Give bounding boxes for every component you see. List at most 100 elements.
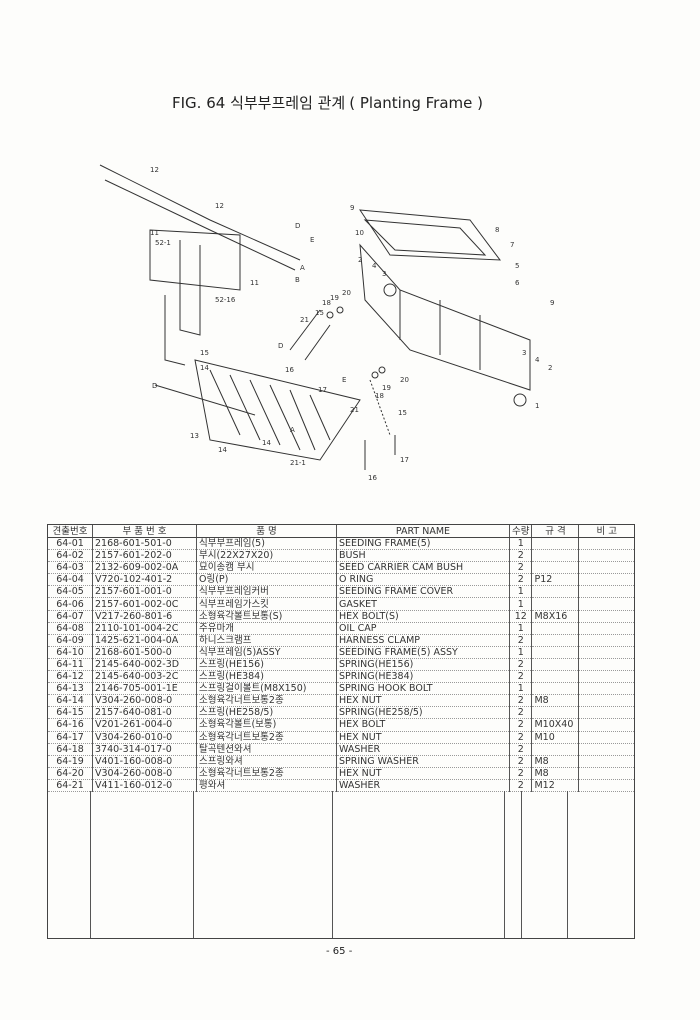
cell-quantity: 1 <box>508 682 532 696</box>
cell-quantity: 1 <box>508 585 532 599</box>
svg-text:19: 19 <box>382 384 391 392</box>
cell-index-no: 64-19 <box>48 755 93 768</box>
cell-remarks <box>578 561 634 575</box>
cell-quantity: 2 <box>508 634 532 647</box>
empty-table-area <box>48 791 634 938</box>
cell-spec: M8 <box>531 694 579 708</box>
cell-spec <box>531 634 579 647</box>
header-quantity: 수량 <box>508 525 532 538</box>
cell-part-number: 2157-601-001-0 <box>92 585 197 599</box>
svg-text:2: 2 <box>358 256 362 264</box>
cell-quantity: 2 <box>508 694 532 708</box>
svg-text:20: 20 <box>342 289 351 297</box>
cell-part-name: O RING <box>336 573 510 587</box>
cell-part-name: SPRING WASHER <box>336 755 510 768</box>
cell-part-name: SPRING(HE384) <box>336 670 510 684</box>
cell-quantity: 2 <box>508 767 532 780</box>
cell-korean-name: 묘이송캠 부시 <box>196 561 337 575</box>
svg-text:18: 18 <box>322 299 331 307</box>
header-korean-name: 품 명 <box>196 525 337 538</box>
cell-part-name: SPRING(HE258/5) <box>336 706 510 720</box>
cell-spec: M8 <box>531 767 579 780</box>
cell-index-no: 64-15 <box>48 706 93 720</box>
svg-text:19: 19 <box>330 294 339 302</box>
svg-text:12: 12 <box>150 166 159 174</box>
figure-title-korean: FIG. 64 식부부프레임 관계 <box>172 94 346 112</box>
svg-text:16: 16 <box>285 366 294 374</box>
svg-text:11: 11 <box>250 279 259 287</box>
cell-spec <box>531 561 579 575</box>
cell-index-no: 64-18 <box>48 743 93 756</box>
header-remarks: 비 고 <box>578 525 634 538</box>
cell-part-number: 2157-601-002-0C <box>92 597 197 611</box>
svg-text:21: 21 <box>300 316 309 324</box>
cell-part-name: HEX BOLT(S) <box>336 610 510 623</box>
svg-text:5: 5 <box>515 262 519 270</box>
svg-text:9: 9 <box>350 204 354 212</box>
cell-korean-name: 식부프레임(5)ASSY <box>196 646 337 659</box>
cell-part-number: 2146-705-001-1E <box>92 682 197 696</box>
page-number: - 65 - <box>326 946 353 957</box>
cell-part-number: V304-260-008-0 <box>92 767 197 780</box>
cell-part-name: HEX NUT <box>336 731 510 744</box>
svg-text:E: E <box>310 236 314 244</box>
cell-index-no: 64-14 <box>48 694 93 708</box>
cell-part-number: 1425-621-004-0A <box>92 634 197 647</box>
cell-index-no: 64-03 <box>48 561 93 575</box>
svg-text:D: D <box>152 382 157 390</box>
cell-remarks <box>578 610 634 623</box>
svg-text:9: 9 <box>550 299 554 307</box>
cell-part-number: 2132-609-002-0A <box>92 561 197 575</box>
svg-text:2: 2 <box>548 364 552 372</box>
cell-spec <box>531 670 579 684</box>
cell-index-no: 64-12 <box>48 670 93 684</box>
parts-list-table: 견출번호 부 품 번 호 품 명 PART NAME 수량 규 격 비 고 64… <box>47 524 635 939</box>
cell-part-name: HEX BOLT <box>336 718 510 732</box>
cell-spec: M8X16 <box>531 610 579 623</box>
cell-korean-name: 소형육각너트보통2종 <box>196 694 337 708</box>
header-index-no: 견출번호 <box>48 525 93 538</box>
cell-index-no: 64-13 <box>48 682 93 696</box>
cell-quantity: 2 <box>508 731 532 744</box>
cell-index-no: 64-01 <box>48 537 93 551</box>
svg-text:20: 20 <box>400 376 409 384</box>
cell-spec <box>531 622 579 635</box>
cell-index-no: 64-05 <box>48 585 93 599</box>
cell-index-no: 64-10 <box>48 646 93 659</box>
cell-korean-name: O링(P) <box>196 573 337 587</box>
cell-part-name: HARNESS CLAMP <box>336 634 510 647</box>
cell-spec <box>531 549 579 563</box>
svg-text:12: 12 <box>215 202 224 210</box>
cell-spec: M10X40 <box>531 718 579 732</box>
cell-remarks <box>578 743 634 756</box>
cell-korean-name: 스프링(HE156) <box>196 658 337 672</box>
cell-remarks <box>578 694 634 708</box>
table-header-row: 견출번호 부 품 번 호 품 명 PART NAME 수량 규 격 비 고 <box>48 525 634 538</box>
header-spec: 규 격 <box>531 525 579 538</box>
svg-text:14: 14 <box>218 446 227 454</box>
cell-remarks <box>578 682 634 696</box>
cell-remarks <box>578 670 634 684</box>
cell-part-number: 2168-601-500-0 <box>92 646 197 659</box>
cell-quantity: 12 <box>508 610 532 623</box>
svg-text:3: 3 <box>382 270 386 278</box>
svg-text:6: 6 <box>515 279 520 287</box>
cell-part-name: GASKET <box>336 597 510 611</box>
cell-spec <box>531 537 579 551</box>
cell-korean-name: 주유마개 <box>196 622 337 635</box>
cell-index-no: 64-20 <box>48 767 93 780</box>
cell-part-number: 2157-601-202-0 <box>92 549 197 563</box>
cell-remarks <box>578 731 634 744</box>
cell-remarks <box>578 779 634 792</box>
cell-part-number: V411-160-012-0 <box>92 779 197 792</box>
svg-text:52-1: 52-1 <box>155 239 171 247</box>
